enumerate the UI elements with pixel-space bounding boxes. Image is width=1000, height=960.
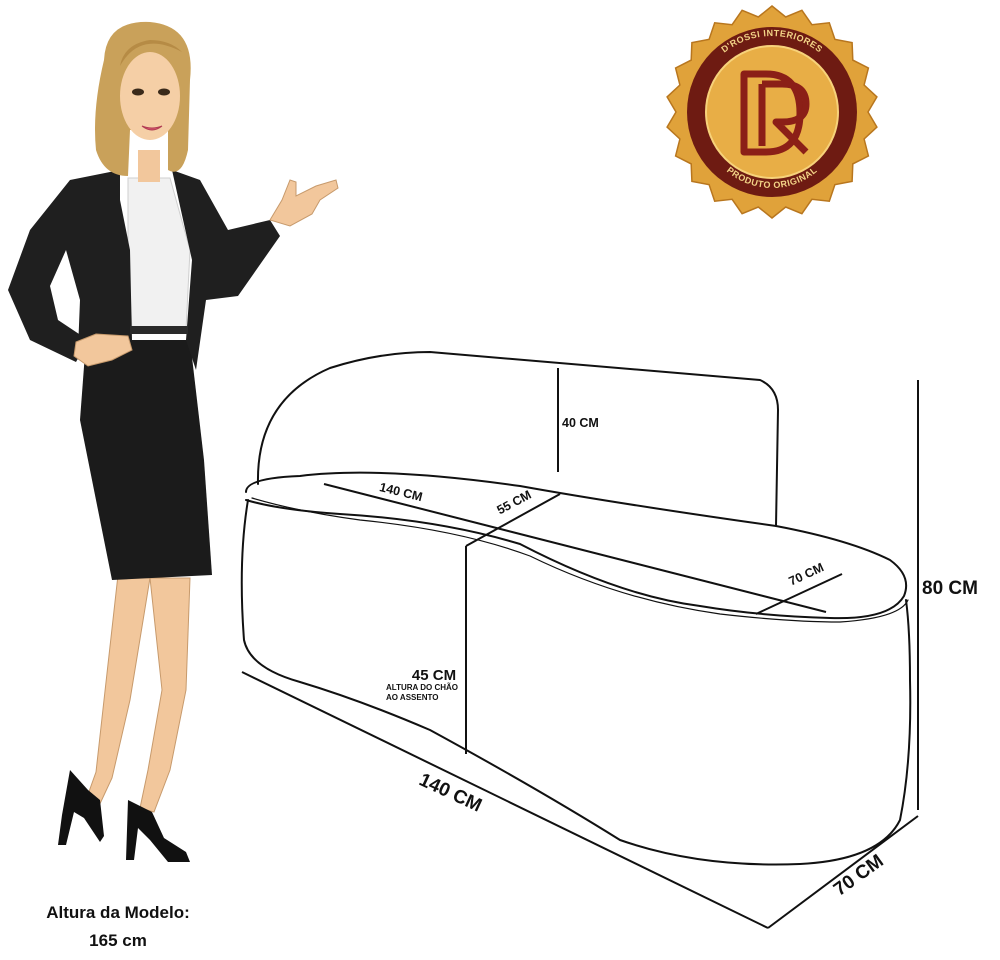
label-seat-height-note-2: AO ASSENTO [386, 693, 438, 702]
model-belt [130, 326, 188, 334]
sofa-drawing [240, 351, 912, 866]
dim-line-seat-length [323, 483, 827, 613]
label-seat-length: 140 CM [378, 480, 424, 504]
sofa-seat-piping [251, 497, 909, 623]
sofa-base [240, 499, 912, 866]
label-total-height: 80 CM [922, 578, 978, 599]
model-left-leg [85, 574, 151, 809]
model-figure [8, 21, 339, 862]
model-raised-hand [269, 179, 339, 227]
dim-line-seat-depth-right [755, 573, 843, 615]
model-lips [141, 125, 163, 131]
label-backrest-height: 40 CM [562, 416, 599, 430]
model-face [120, 52, 180, 140]
model-neck [138, 150, 160, 182]
model-right-eye [158, 88, 170, 96]
seal-monogram [740, 70, 810, 156]
model-fringe [120, 40, 182, 66]
seal-inner-gold [705, 45, 839, 179]
label-seat-height-note-1: ALTURA DO CHÃO [386, 683, 458, 692]
dim-line-base-length [241, 671, 769, 929]
sofa-backrest [256, 351, 779, 527]
dimension-lines [241, 368, 919, 929]
drossi-seal: D'ROSSI INTERIORES PRODUTO ORIGINAL [666, 5, 878, 219]
label-base-length: 140 CM [416, 769, 485, 816]
model-caption-line2: 165 cm [89, 931, 147, 950]
dim-line-seat-depth-left [465, 493, 561, 547]
model-skirt [80, 340, 212, 580]
label-seat-height: 45 CM [412, 667, 456, 684]
dim-line-base-depth [767, 815, 919, 929]
model-left-shoe [58, 770, 104, 845]
model-caption-line1: Altura da Modelo: [46, 903, 190, 922]
model-right-leg [139, 577, 191, 813]
model-left-eye [132, 88, 144, 96]
model-hip-hand [73, 333, 133, 367]
sofa-seat-top [245, 471, 908, 620]
model-right-shoe [126, 800, 190, 862]
model-jacket [8, 170, 132, 362]
model-jacket-right [172, 170, 280, 370]
